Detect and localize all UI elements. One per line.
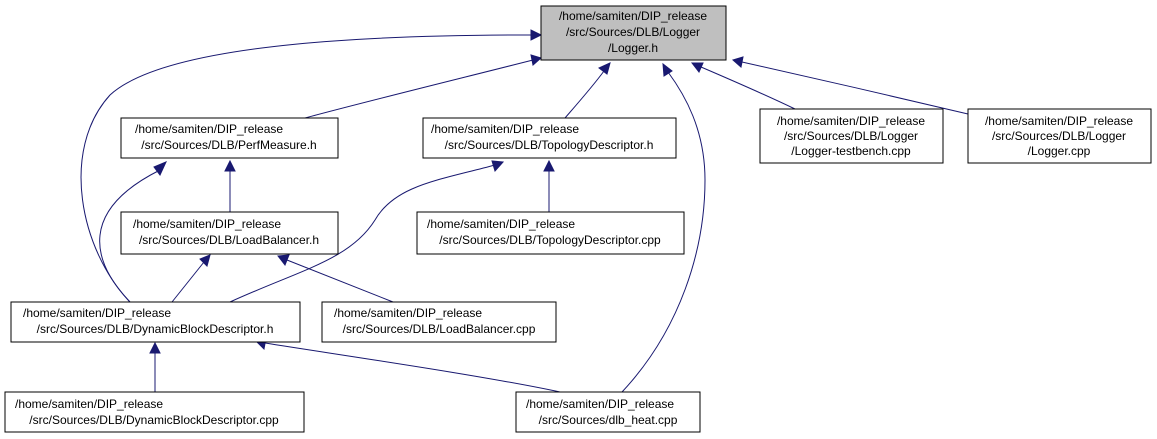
node-loadbalancer-h-line-1: /home/samiten/DIP_release: [133, 217, 281, 231]
edge-dynamicblock-to-logger: [80, 29, 543, 303]
arrowhead-icon: [662, 62, 673, 77]
edge-dynamicblock-to-loadbalancer: [171, 254, 211, 303]
arrowhead-icon: [153, 161, 167, 176]
edge-dlb-heat-to-dynamicblock: [255, 337, 561, 393]
file-nodes: /home/samiten/DIP_release /src/Sources/D…: [4, 5, 1152, 433]
arrowhead-icon: [491, 160, 505, 173]
arrowhead-icon: [199, 254, 211, 267]
node-perfmeasure-h-line-2: /src/Sources/DLB/PerfMeasure.h: [141, 138, 316, 152]
node-logger-h-line-1: /home/samiten/DIP_release: [559, 9, 707, 23]
node-perfmeasure-h[interactable]: /home/samiten/DIP_release /src/Sources/D…: [120, 117, 339, 159]
node-logger-cpp-line-2: /src/Sources/DLB/Logger: [992, 129, 1126, 143]
edge-loadbalancer-cpp-to-loadbalancer: [277, 254, 394, 303]
node-dlb-heat-cpp-line-2: /src/Sources/dlb_heat.cpp: [539, 413, 678, 427]
node-loadbalancer-cpp-line-1: /home/samiten/DIP_release: [334, 306, 482, 320]
node-topology-cpp-line-1: /home/samiten/DIP_release: [427, 217, 575, 231]
node-dynamicblock-cpp-line-2: /src/Sources/DLB/DynamicBlockDescriptor.…: [29, 413, 279, 427]
node-perfmeasure-h-line-1: /home/samiten/DIP_release: [135, 122, 283, 136]
node-logger-testbench-cpp-line-2: /src/Sources/DLB/Logger: [784, 129, 918, 143]
edge-logger-cpp-to-logger: [731, 56, 969, 115]
edge-logger-testbench-to-logger: [690, 62, 796, 110]
node-topology-cpp-line-2: /src/Sources/DLB/TopologyDescriptor.cpp: [439, 233, 661, 247]
dependency-edges: [80, 29, 969, 393]
node-logger-cpp-line-1: /home/samiten/DIP_release: [985, 114, 1133, 128]
arrowhead-icon: [530, 54, 543, 66]
node-dlb-heat-cpp-line-1: /home/samiten/DIP_release: [526, 397, 674, 411]
arrowhead-icon: [731, 56, 744, 68]
node-topology-cpp[interactable]: /home/samiten/DIP_release /src/Sources/D…: [416, 211, 685, 255]
node-dlb-heat-cpp[interactable]: /home/samiten/DIP_release /src/Sources/d…: [515, 391, 701, 433]
edge-dynamicblock-to-topology: [229, 160, 505, 303]
edge-topology-cpp-to-topology: [543, 159, 555, 212]
node-topology-h-line-2: /src/Sources/DLB/TopologyDescriptor.h: [445, 138, 654, 152]
node-topology-h[interactable]: /home/samiten/DIP_release /src/Sources/D…: [422, 117, 677, 159]
node-dynamicblock-h-line-2: /src/Sources/DLB/DynamicBlockDescriptor.…: [37, 322, 274, 336]
node-dynamicblock-h[interactable]: /home/samiten/DIP_release /src/Sources/D…: [10, 301, 301, 343]
node-dynamicblock-cpp-line-1: /home/samiten/DIP_release: [15, 397, 163, 411]
edge-topology-to-logger: [564, 62, 611, 119]
node-logger-cpp-line-3: /Logger.cpp: [1028, 144, 1091, 158]
edge-loadbalancer-to-perfmeasure: [224, 159, 236, 212]
node-dynamicblock-cpp[interactable]: /home/samiten/DIP_release /src/Sources/D…: [4, 391, 305, 433]
edge-dynamicblock-to-perfmeasure: [99, 161, 167, 303]
node-logger-testbench-cpp-line-3: /Logger-testbench.cpp: [791, 144, 911, 158]
node-dynamicblock-h-line-1: /home/samiten/DIP_release: [23, 306, 171, 320]
node-logger-cpp[interactable]: /home/samiten/DIP_release /src/Sources/D…: [967, 108, 1152, 164]
edge-dynamicblock-cpp-to-dynamicblock: [149, 341, 161, 392]
node-loadbalancer-cpp-line-2: /src/Sources/DLB/LoadBalancer.cpp: [343, 322, 536, 336]
arrowhead-icon: [690, 62, 704, 73]
node-loadbalancer-cpp[interactable]: /home/samiten/DIP_release /src/Sources/D…: [321, 301, 557, 343]
arrowhead-icon: [543, 159, 555, 172]
node-logger-h-line-2: /src/Sources/DLB/Logger: [566, 25, 700, 39]
node-logger-testbench-cpp-line-1: /home/samiten/DIP_release: [777, 114, 925, 128]
arrowhead-icon: [149, 341, 161, 354]
edge-perfmeasure-to-logger: [304, 54, 543, 119]
arrowhead-icon: [530, 29, 543, 41]
node-loadbalancer-h[interactable]: /home/samiten/DIP_release /src/Sources/D…: [120, 211, 339, 255]
arrowhead-icon: [224, 159, 236, 172]
edge-dlb-heat-to-logger: [621, 62, 706, 393]
arrowhead-icon: [598, 62, 611, 75]
node-loadbalancer-h-line-2: /src/Sources/DLB/LoadBalancer.h: [139, 233, 319, 247]
node-logger-h[interactable]: /home/samiten/DIP_release /src/Sources/D…: [540, 5, 727, 61]
node-logger-testbench-cpp[interactable]: /home/samiten/DIP_release /src/Sources/D…: [759, 108, 944, 164]
node-logger-h-line-3: /Logger.h: [608, 41, 658, 55]
node-topology-h-line-1: /home/samiten/DIP_release: [431, 122, 579, 136]
arrowhead-icon: [277, 254, 290, 266]
